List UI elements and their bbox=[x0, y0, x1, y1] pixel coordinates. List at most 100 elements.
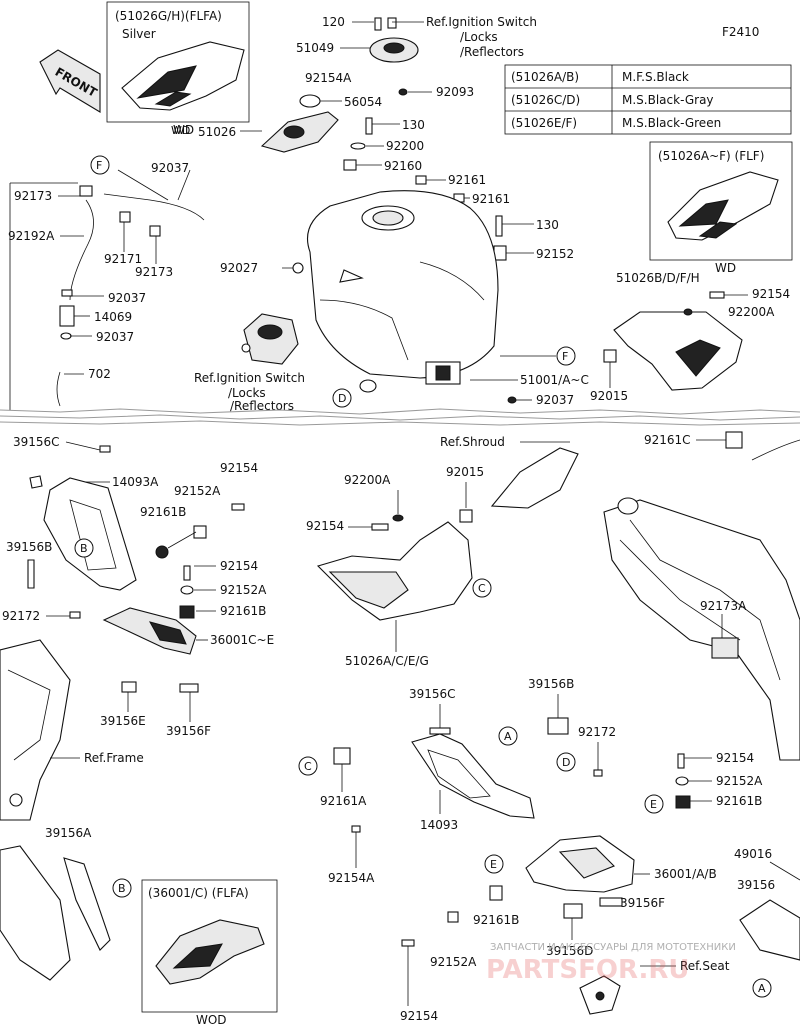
inset-flf-cowl: (51026A~F) (FLF) WD bbox=[649, 141, 793, 275]
fuel-tank bbox=[306, 190, 499, 385]
label-ref-ignition-2: Ref.Ignition Switch bbox=[194, 371, 305, 385]
label-14093: 14093 bbox=[420, 818, 458, 832]
label-130-a: 130 bbox=[402, 118, 425, 132]
label-92161-a: 92161 bbox=[448, 173, 486, 187]
color-table: (51026A/B) M.F.S.Black (51026C/D) M.S.Bl… bbox=[504, 64, 792, 135]
ignition-switch-lower bbox=[241, 313, 299, 365]
label-locks-1: /Locks bbox=[460, 30, 498, 44]
label-51049: 51049 bbox=[296, 41, 334, 55]
inset-seat-caption: WOD bbox=[196, 1013, 227, 1027]
side-panel-lower-left bbox=[0, 845, 111, 981]
label-92160: 92160 bbox=[384, 159, 422, 173]
label-39156F-l: 39156F bbox=[166, 724, 211, 738]
fuel-hose-group bbox=[56, 185, 205, 407]
svg-text:D: D bbox=[562, 756, 570, 769]
label-92015-r: 92015 bbox=[590, 389, 628, 403]
label-120: 120 bbox=[322, 15, 345, 29]
svg-text:B: B bbox=[118, 882, 126, 895]
label-92154A-top: 92154A bbox=[305, 71, 352, 85]
svg-text:F: F bbox=[562, 350, 568, 363]
label-wd-small: WD bbox=[171, 124, 190, 137]
label-92161B-br: 92161B bbox=[716, 794, 762, 808]
callout-C-1: C bbox=[472, 578, 492, 598]
label-92152: 92152 bbox=[536, 247, 574, 261]
label-92200A-r: 92200A bbox=[728, 305, 775, 319]
seat-cover-36001C bbox=[102, 607, 197, 655]
label-92154-r: 92154 bbox=[752, 287, 790, 301]
callout-A-1: A bbox=[498, 726, 518, 746]
color-code-2: (51026C/D) bbox=[511, 93, 580, 107]
label-reflectors-1: /Reflectors bbox=[460, 45, 524, 59]
label-ref-seat: Ref.Seat bbox=[680, 959, 730, 973]
label-51026: 51026 bbox=[198, 125, 236, 139]
label-51001: 51001/A~C bbox=[520, 373, 589, 387]
frame-right bbox=[603, 497, 800, 761]
label-ref-frame: Ref.Frame bbox=[84, 751, 144, 765]
watermark-brand: PARTSFOR.RU bbox=[486, 955, 689, 985]
callout-E-1: E bbox=[644, 794, 664, 814]
label-39156D: 39156D bbox=[546, 944, 593, 958]
color-name-3: M.S.Black-Green bbox=[622, 116, 721, 130]
label-92161A: 92161A bbox=[320, 794, 367, 808]
callout-A-2: A bbox=[752, 978, 772, 998]
front-arrow: FRONT bbox=[39, 49, 101, 113]
label-92154-l2: 92154 bbox=[220, 559, 258, 573]
label-92161B-b: 92161B bbox=[473, 913, 519, 927]
callout-B-1: B bbox=[74, 538, 94, 558]
color-code-1: (51026A/B) bbox=[511, 70, 579, 84]
label-92173A: 92173A bbox=[700, 599, 747, 613]
inset-silver-title: (51026G/H)(FLFA) bbox=[115, 9, 222, 23]
inset-flf-title: (51026A~F) (FLF) bbox=[658, 149, 764, 163]
label-92171: 92171 bbox=[104, 252, 142, 266]
label-49016: 49016 bbox=[734, 847, 772, 861]
label-92093: 92093 bbox=[436, 85, 474, 99]
label-92037-d: 92037 bbox=[536, 393, 574, 407]
color-name-1: M.F.S.Black bbox=[622, 70, 689, 84]
callout-E-2: E bbox=[484, 854, 504, 874]
label-51026ACEG: 51026A/C/E/G bbox=[345, 654, 429, 668]
callout-D-2: D bbox=[556, 752, 576, 772]
label-39156B-l: 39156B bbox=[6, 540, 52, 554]
side-cover-14093 bbox=[411, 733, 535, 819]
svg-text:B: B bbox=[80, 542, 88, 555]
label-39156E: 39156E bbox=[100, 714, 146, 728]
label-reflectors-2: /Reflectors bbox=[230, 399, 294, 413]
svg-text:D: D bbox=[338, 392, 346, 405]
color-code-3: (51026E/F) bbox=[511, 116, 577, 130]
label-92161-b: 92161 bbox=[472, 192, 510, 206]
inset-silver-subtitle: Silver bbox=[122, 27, 156, 41]
label-92172-m: 92172 bbox=[578, 725, 616, 739]
callout-C-2: C bbox=[298, 756, 318, 776]
label-92037-a: 92037 bbox=[151, 161, 189, 175]
label-130-b: 130 bbox=[536, 218, 559, 232]
side-cowl-51026B bbox=[613, 311, 743, 391]
label-ref-ignition-1: Ref.Ignition Switch bbox=[426, 15, 537, 29]
figure-code: F2410 bbox=[722, 25, 759, 39]
label-92152A-b: 92152A bbox=[430, 955, 477, 969]
label-56054: 56054 bbox=[344, 95, 382, 109]
label-51026BDFH: 51026B/D/F/H bbox=[616, 271, 700, 285]
label-39156F-b: 39156F bbox=[620, 896, 665, 910]
svg-text:F: F bbox=[96, 159, 102, 172]
seat-cover-36001 bbox=[525, 835, 635, 893]
callout-F-1: F bbox=[90, 155, 110, 175]
label-39156B-m: 39156B bbox=[528, 677, 574, 691]
label-92152A-br: 92152A bbox=[716, 774, 763, 788]
label-92154-b: 92154 bbox=[400, 1009, 438, 1023]
label-702: 702 bbox=[88, 367, 111, 381]
label-39156: 39156 bbox=[737, 878, 775, 892]
label-92161B-l: 92161B bbox=[140, 505, 186, 519]
frame-left bbox=[0, 639, 71, 821]
inset-silver-cowl: (51026G/H)(FLFA) Silver WD bbox=[106, 1, 250, 137]
label-36001CE: 36001C~E bbox=[210, 633, 274, 647]
watermark-text: ЗАПЧАСТИ И АКСЕССУАРЫ ДЛЯ МОТОТЕХНИКИ bbox=[490, 942, 736, 953]
label-92152A-l2: 92152A bbox=[220, 583, 267, 597]
color-name-2: M.S.Black-Gray bbox=[622, 93, 714, 107]
label-92027: 92027 bbox=[220, 261, 258, 275]
label-92015-m: 92015 bbox=[446, 465, 484, 479]
label-92037-c: 92037 bbox=[96, 330, 134, 344]
label-92192A: 92192A bbox=[8, 229, 55, 243]
scan-divider bbox=[0, 408, 800, 426]
label-14069: 14069 bbox=[94, 310, 132, 324]
